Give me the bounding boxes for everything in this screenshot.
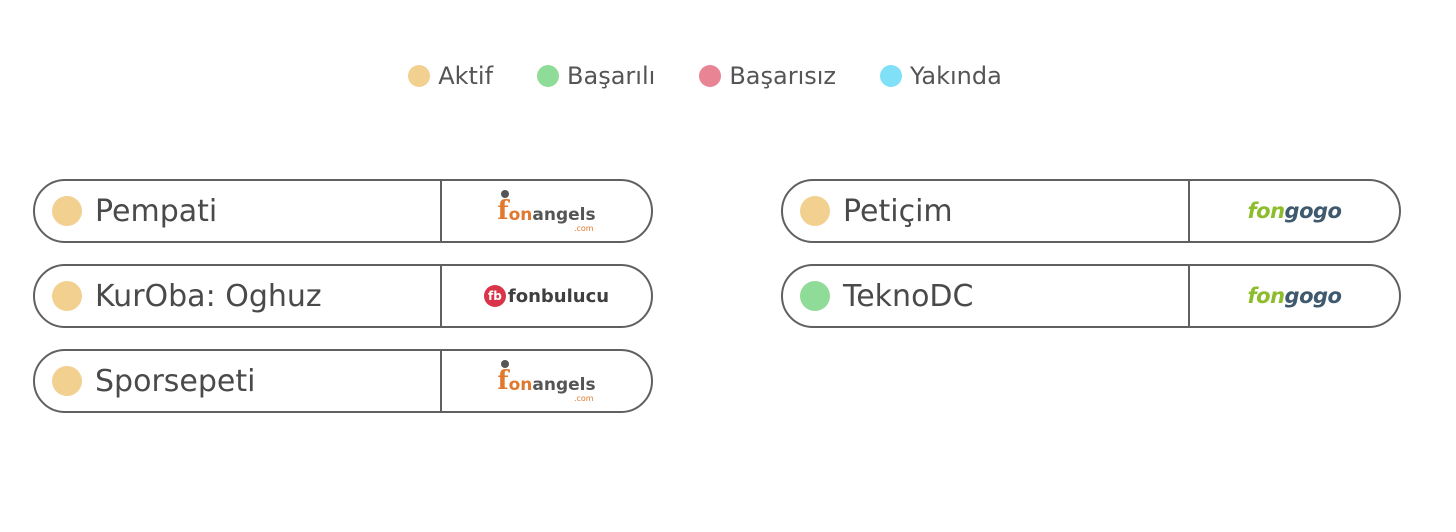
legend-label: Başarısız xyxy=(729,62,836,90)
legend-item-basarisiz: Başarısız xyxy=(699,62,836,90)
legend-label: Aktif xyxy=(438,62,494,90)
legend-item-basarili: Başarılı xyxy=(537,62,655,90)
campaign-name: Petiçim xyxy=(843,193,953,229)
campaign-name: TeknoDC xyxy=(843,278,974,314)
legend-item-aktif: Aktif xyxy=(408,62,493,90)
campaign-name: Sporsepeti xyxy=(95,363,256,399)
fonbulucu-logo: fb fonbulucu xyxy=(483,285,609,307)
platform-logo-cell[interactable]: fb fonbulucu xyxy=(440,266,651,326)
legend-item-yakinda: Yakında xyxy=(880,62,1002,90)
status-dot-icon xyxy=(699,65,722,87)
status-dot-icon xyxy=(537,65,560,87)
legend-label: Başarılı xyxy=(567,62,656,90)
status-dot-icon xyxy=(800,196,830,226)
status-dot-icon xyxy=(52,281,82,311)
campaign-card-kuroba-oghuz[interactable]: KurOba: Oghuz fb fonbulucu xyxy=(33,264,653,328)
campaign-name: KurOba: Oghuz xyxy=(95,278,322,314)
status-dot-icon xyxy=(408,65,431,87)
status-legend: Aktif Başarılı Başarısız Yakında xyxy=(0,62,1410,90)
legend-label: Yakında xyxy=(910,62,1002,90)
campaign-name: Pempati xyxy=(95,193,218,229)
status-dot-icon xyxy=(52,366,82,396)
status-dot-icon xyxy=(52,196,82,226)
status-dot-icon xyxy=(800,281,830,311)
status-dot-icon xyxy=(880,65,902,87)
